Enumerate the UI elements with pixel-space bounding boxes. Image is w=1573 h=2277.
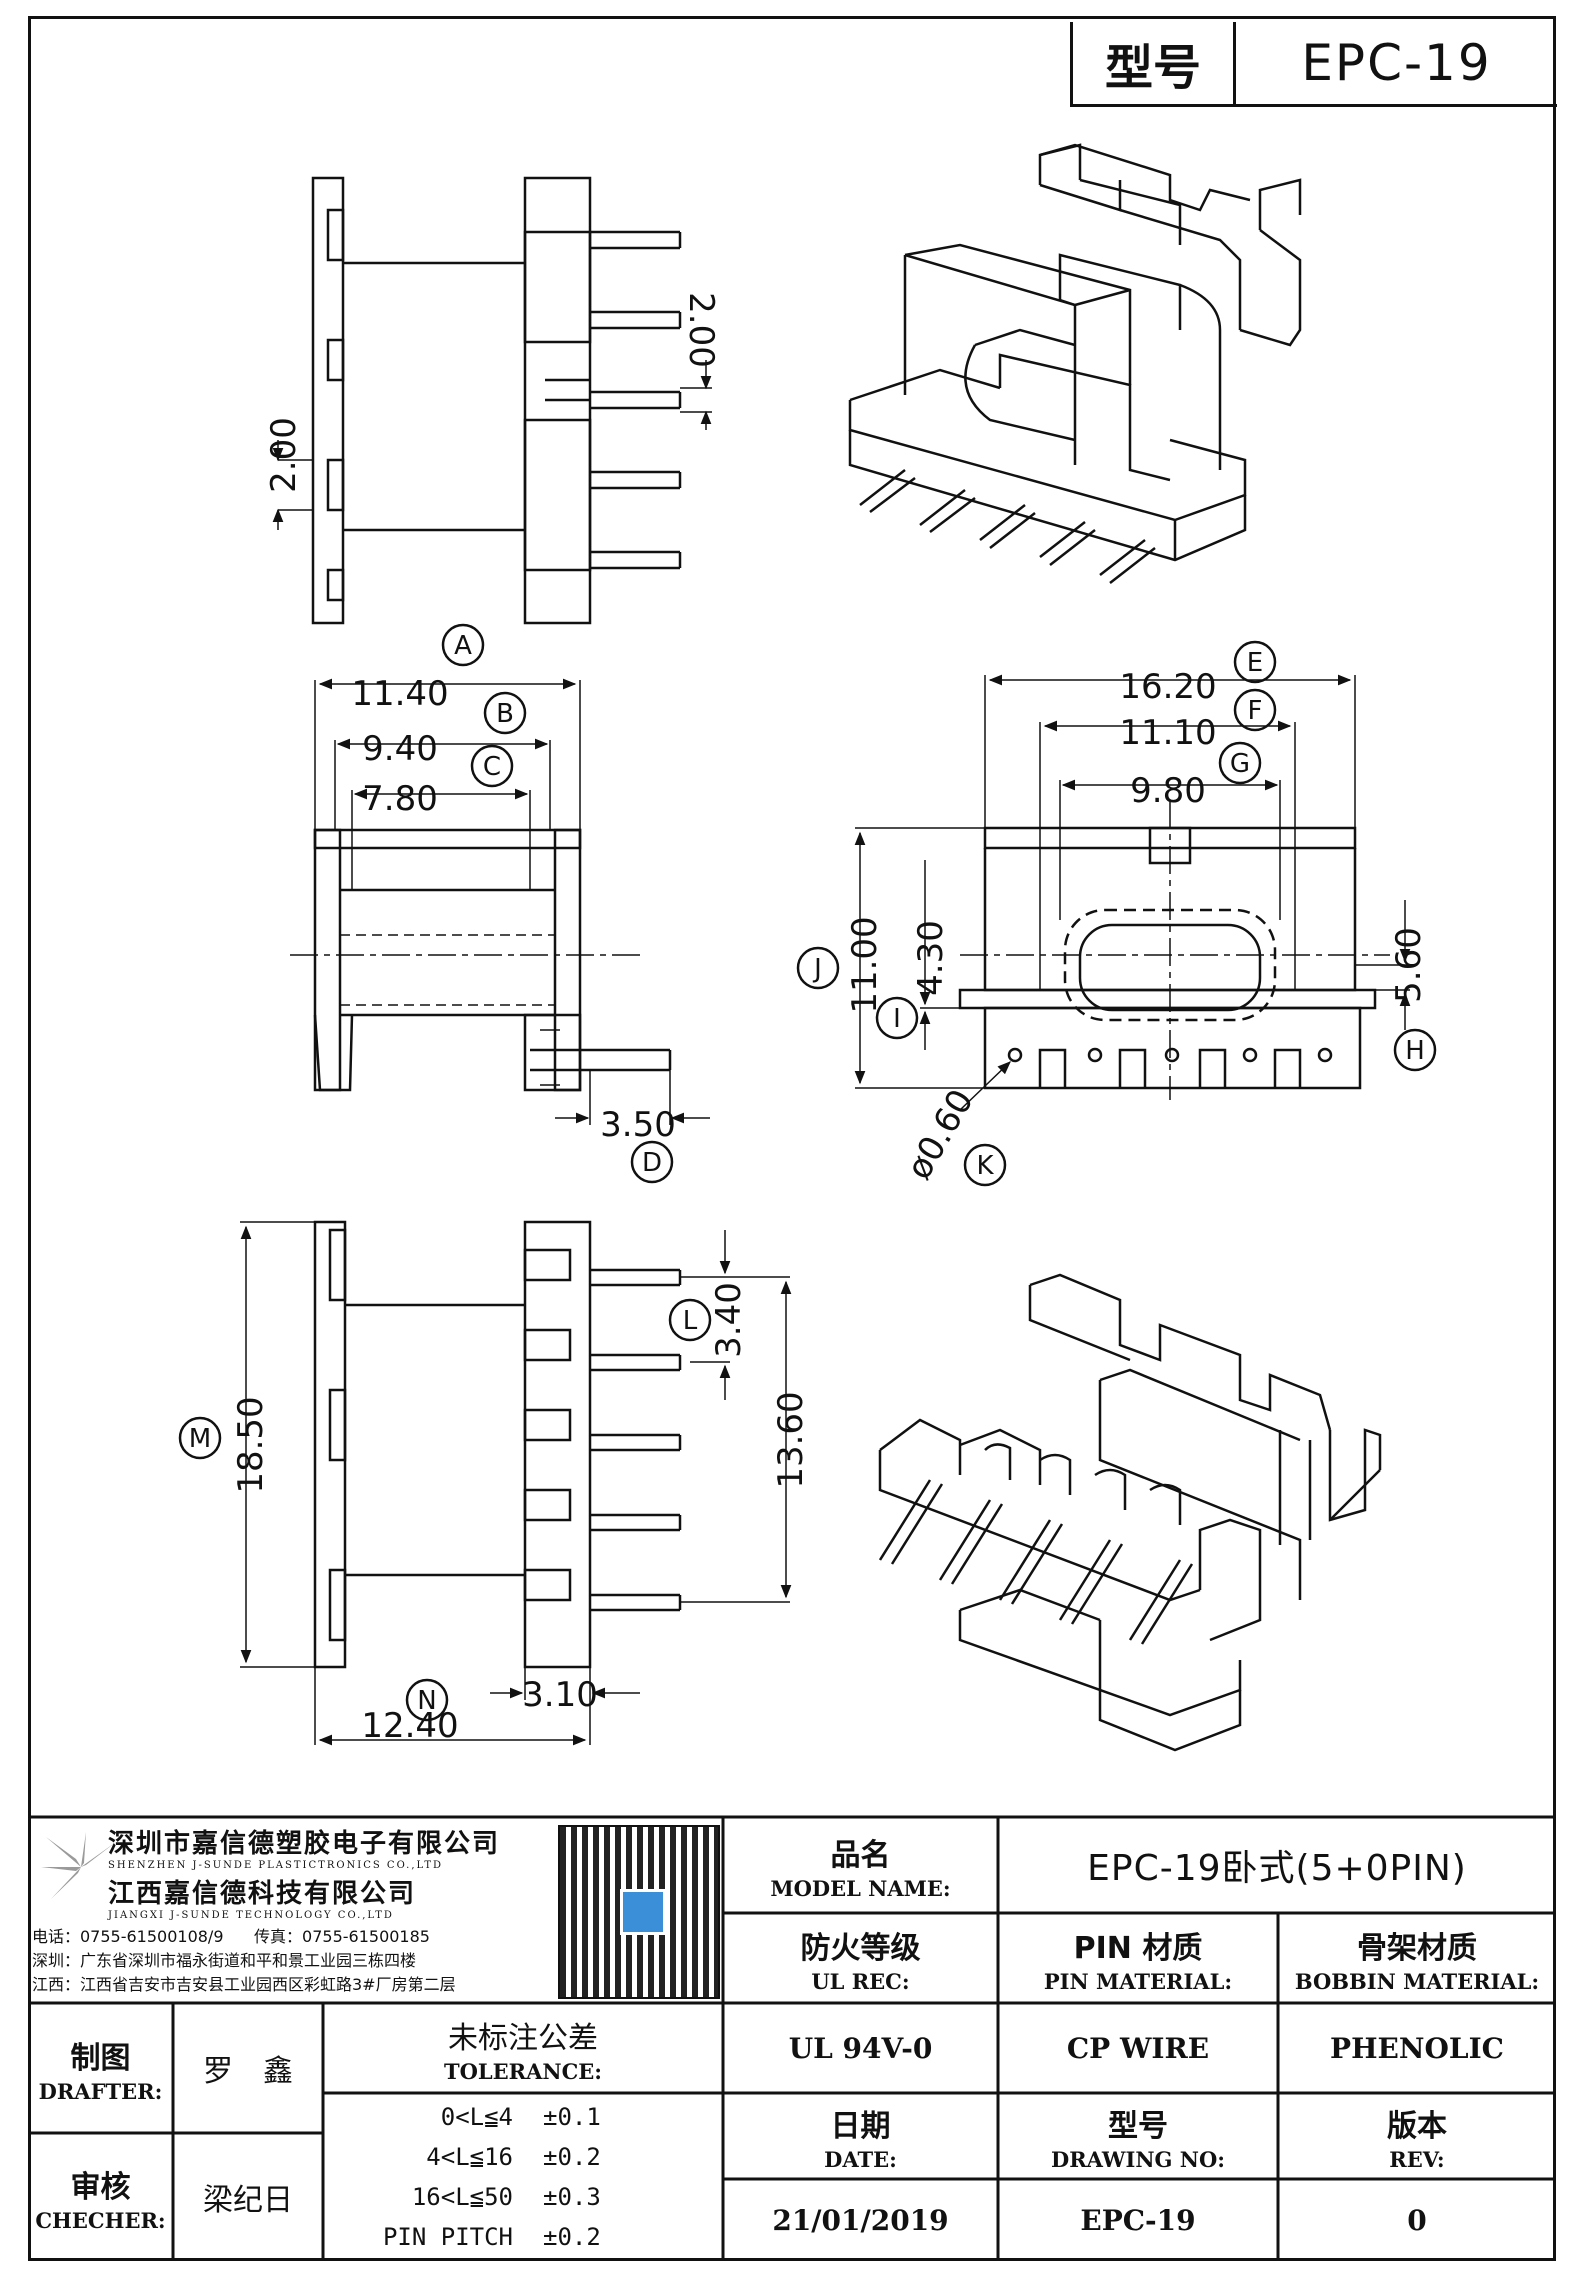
isometric-view-bottom xyxy=(878,1273,1382,1752)
dim-E-value: 16.20 xyxy=(1119,667,1216,707)
drafter-label: 制图 DRAFTER: xyxy=(38,2040,163,2104)
date-label: 日期 DATE: xyxy=(824,2108,897,2172)
company-name-en-1: SHENZHEN J-SUNDE PLASTICTRONICS CO.,LTD xyxy=(108,1860,444,1871)
isometric-view-top xyxy=(848,143,1302,584)
dim-F-value: 11.10 xyxy=(1119,713,1216,753)
label-I: I xyxy=(893,1004,901,1034)
company-name-cn-1: 深圳市嘉信德塑胶电子有限公司 xyxy=(108,1829,501,1859)
drawing-no-value: EPC-19 xyxy=(1080,2203,1196,2237)
company-address-jx: 江西：江西省吉安市吉安县工业园西区彩虹路3#厂房第二层 xyxy=(32,1975,456,1994)
dim-H-value: 5.60 xyxy=(1389,927,1429,1003)
tolerance-row: 4<L≦16±0.2 xyxy=(426,2143,601,2171)
dim-M-value: 18.50 xyxy=(231,1396,271,1493)
bobbin-material-value: PHENOLIC xyxy=(1330,2031,1504,2065)
drawing-no-label: 型号 DRAWING NO: xyxy=(1051,2108,1225,2172)
company-contact: 电话：0755-61500108/9 传真：0755-61500185 深圳：广… xyxy=(32,1923,552,1995)
label-L: L xyxy=(683,1306,698,1336)
label-N: N xyxy=(417,1686,436,1716)
date-value: 21/01/2019 xyxy=(772,2203,949,2237)
company-fax: 传真：0755-61500185 xyxy=(254,1927,430,1946)
model-header-value: EPC-19 xyxy=(1301,34,1492,92)
company-name-cn-2: 江西嘉信德科技有限公司 xyxy=(108,1879,417,1909)
tolerance-row: 16<L≦50±0.3 xyxy=(411,2183,601,2211)
label-G: G xyxy=(1230,749,1250,779)
dim-A-value: 11.40 xyxy=(351,674,448,714)
side-view-bottom xyxy=(313,1220,682,1669)
label-E: E xyxy=(1247,648,1263,678)
front-view-left xyxy=(313,828,672,1092)
company-info: 深圳市嘉信德塑胶电子有限公司 SHENZHEN J-SUNDE PLASTICT… xyxy=(108,1823,548,1921)
dim-G-value: 9.80 xyxy=(1130,771,1206,811)
title-block: 深圳市嘉信德塑胶电子有限公司 SHENZHEN J-SUNDE PLASTICT… xyxy=(28,1815,1556,2261)
label-H: H xyxy=(1405,1036,1425,1066)
dim-J-value: 11.00 xyxy=(845,916,885,1013)
rev-value: 0 xyxy=(1407,2203,1427,2237)
drawing-frame xyxy=(28,16,1556,2261)
tolerance-table: 0<L≦4±0.1 4<L≦16±0.2 16<L≦50±0.3 PIN PIT… xyxy=(323,2097,723,2257)
rev-label: 版本 REV: xyxy=(1387,2108,1447,2172)
dim-I-value: 4.30 xyxy=(911,920,951,996)
technical-drawing: 2.00 2.00 11.40 9.40 7.80 3.50 16.20 11.… xyxy=(178,143,1437,1752)
company-logo xyxy=(36,1827,126,1907)
dim-2-00-right: 2.00 xyxy=(681,292,721,368)
company-name-en-2: JIANGXI J-SUNDE TECHNOLOGY CO.,LTD xyxy=(108,1910,394,1921)
tolerance-row: 0<L≦4±0.1 xyxy=(440,2103,601,2131)
tolerance-row: PIN PITCH±0.2 xyxy=(382,2223,601,2251)
pin-material-label: PIN 材质 PIN MATERIAL: xyxy=(1043,1930,1233,1994)
tolerance-label: 未标注公差 TOLERANCE: xyxy=(443,2020,603,2084)
label-J: J xyxy=(812,954,822,984)
dim-3-10-value: 3.10 xyxy=(522,1675,598,1715)
dim-L-value: 3.40 xyxy=(709,1282,749,1358)
title-block-grid xyxy=(28,1815,1556,2261)
dim-2-00-left: 2.00 xyxy=(264,417,304,493)
model-header-label: 型号 xyxy=(1073,22,1236,104)
model-name-label: 品名 MODEL NAME: xyxy=(770,1837,951,1901)
side-view-top xyxy=(311,176,682,625)
bobbin-material-label: 骨架材质 BOBBIN MATERIAL: xyxy=(1294,1930,1540,1994)
ul-value: UL 94V-0 xyxy=(788,2031,933,2065)
checker-label: 审核 CHECHER: xyxy=(35,2169,166,2233)
dim-D-value: 3.50 xyxy=(600,1105,676,1145)
dim-K-value: ø0.60 xyxy=(899,1083,982,1187)
checker-name: 梁纪日 xyxy=(203,2183,293,2218)
dim-B-value: 9.40 xyxy=(362,729,438,769)
label-D: D xyxy=(642,1148,662,1178)
ul-label: 防火等级 UL REC: xyxy=(800,1930,921,1994)
model-name-value: EPC-19卧式(5+0PIN) xyxy=(1087,1848,1467,1889)
model-header-box: 型号 EPC-19 xyxy=(1070,22,1557,107)
qr-code xyxy=(558,1825,720,1999)
label-M: M xyxy=(189,1424,211,1454)
front-view-right xyxy=(958,826,1377,1090)
dim-13-60-value: 13.60 xyxy=(771,1391,811,1488)
company-address-sz: 深圳：广东省深圳市福永街道和平和景工业园三栋四楼 xyxy=(32,1951,417,1970)
dim-C-value: 7.80 xyxy=(362,779,438,819)
label-B: B xyxy=(496,699,514,729)
drafter-name: 罗 鑫 xyxy=(203,2054,293,2089)
label-F: F xyxy=(1248,696,1263,726)
company-phone: 电话：0755-61500108/9 xyxy=(32,1927,224,1946)
label-A: A xyxy=(454,631,472,661)
pin-material-value: CP WIRE xyxy=(1066,2031,1210,2065)
label-K: K xyxy=(976,1151,994,1181)
label-C: C xyxy=(483,752,501,782)
